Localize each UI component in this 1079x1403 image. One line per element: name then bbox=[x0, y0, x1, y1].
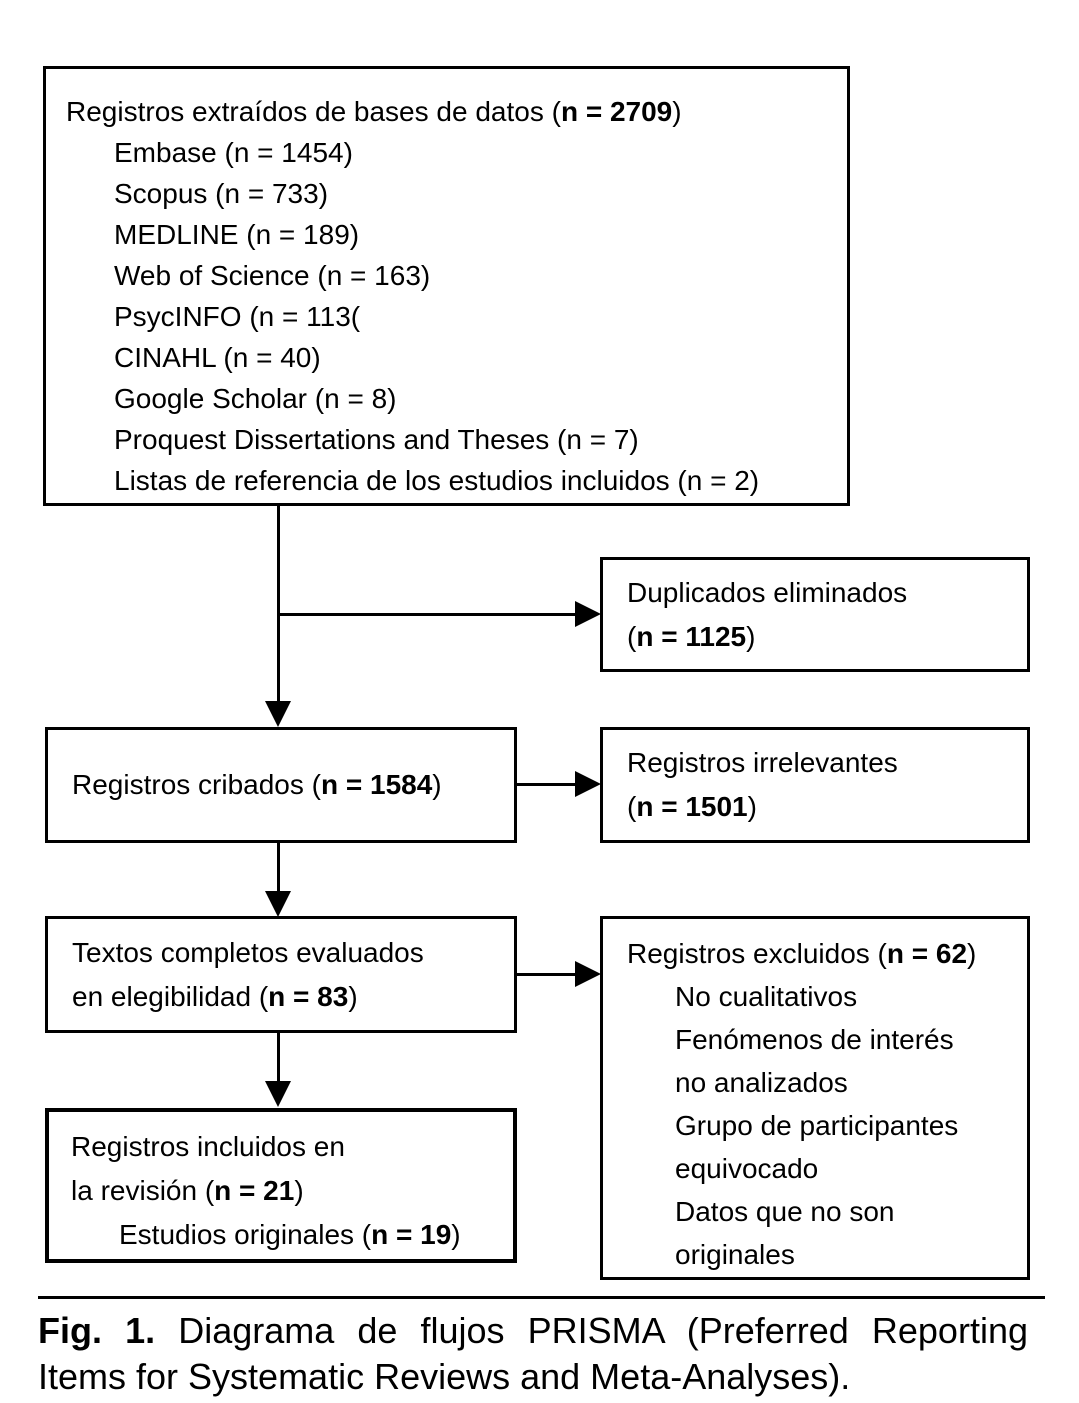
box-line: Estudios originales (n = 19) bbox=[119, 1219, 461, 1250]
box-records-excluded: Registros excluidos (n = 62) No cualitati… bbox=[600, 916, 1030, 1280]
box-line: Duplicados eliminados bbox=[627, 576, 908, 608]
box-line: equivocado bbox=[675, 1153, 819, 1184]
arrowhead-right-to-excluded-icon bbox=[575, 961, 601, 987]
arrowhead-down-to-included-icon bbox=[265, 1081, 291, 1107]
box-line: Registros incluidos en bbox=[71, 1131, 345, 1162]
box-line: en elegibilidad (n = 83) bbox=[72, 980, 358, 1012]
figure-caption-label: Fig. 1. bbox=[38, 1310, 156, 1351]
box-line: Scopus (n = 733) bbox=[114, 178, 329, 209]
box-line: (n = 1125) bbox=[627, 620, 756, 652]
box-line: originales bbox=[675, 1239, 795, 1270]
box-line: no analizados bbox=[675, 1067, 848, 1098]
caption-divider bbox=[38, 1296, 1045, 1299]
box-fulltext-assessed: Textos completos evaluados en elegibilida… bbox=[45, 916, 517, 1033]
arrowhead-down-to-screened-icon bbox=[265, 701, 291, 727]
box-line: Registros cribados (n = 1584) bbox=[72, 769, 442, 800]
figure-caption-text: Diagrama de flujos PRISMA (Preferred Rep… bbox=[38, 1310, 1028, 1397]
connector-screened-to-irrelevant bbox=[517, 783, 578, 786]
box-records-screened: Registros cribados (n = 1584) bbox=[45, 727, 517, 843]
connector-fulltext-to-excluded bbox=[517, 973, 578, 976]
box-records-included: Registros incluidos en la revisión (n = 2… bbox=[45, 1108, 517, 1263]
box-line: Textos completos evaluados bbox=[72, 936, 424, 968]
box-duplicates-removed: Duplicados eliminados (n = 1125) bbox=[600, 557, 1030, 672]
box-records-irrelevant: Registros irrelevantes (n = 1501) bbox=[600, 727, 1030, 843]
box-line: la revisión (n = 21) bbox=[71, 1175, 304, 1206]
box-line: Registros extraídos de bases de datos (n… bbox=[66, 96, 682, 127]
box-line: Listas de referencia de los estudios inc… bbox=[114, 465, 760, 496]
arrowhead-right-to-irrelevant-icon bbox=[575, 771, 601, 797]
box-line: Google Scholar (n = 8) bbox=[114, 383, 397, 414]
box-line: MEDLINE (n = 189) bbox=[114, 219, 360, 250]
box-records-identified: Registros extraídos de bases de datos (n… bbox=[43, 66, 850, 506]
box-line: CINAHL (n = 40) bbox=[114, 342, 321, 373]
box-line: (n = 1501) bbox=[627, 791, 757, 822]
arrowhead-down-to-fulltext-icon bbox=[265, 891, 291, 917]
box-line: Datos que no son bbox=[675, 1196, 895, 1227]
box-line: Grupo de participantes bbox=[675, 1110, 959, 1141]
box-line: Web of Science (n = 163) bbox=[114, 260, 431, 291]
box-line: Registros irrelevantes bbox=[627, 747, 898, 778]
box-line: Proquest Dissertations and Theses (n = 7… bbox=[114, 424, 639, 455]
box-line: Fenómenos de interés bbox=[675, 1024, 954, 1055]
box-line: No cualitativos bbox=[675, 981, 858, 1012]
arrowhead-right-to-duplicates-icon bbox=[575, 601, 601, 627]
connector-fulltext-to-included bbox=[277, 1033, 280, 1083]
connector-identified-to-screened bbox=[277, 506, 280, 704]
box-line: Registros excluidos (n = 62) bbox=[627, 938, 977, 969]
connector-screened-to-fulltext bbox=[277, 843, 280, 893]
box-line: Embase (n = 1454) bbox=[114, 137, 353, 168]
connector-to-duplicates bbox=[277, 613, 578, 616]
box-line: PsycINFO (n = 113( bbox=[114, 301, 361, 332]
figure-caption: Fig. 1. Diagrama de flujos PRISMA (Prefe… bbox=[38, 1308, 1028, 1400]
